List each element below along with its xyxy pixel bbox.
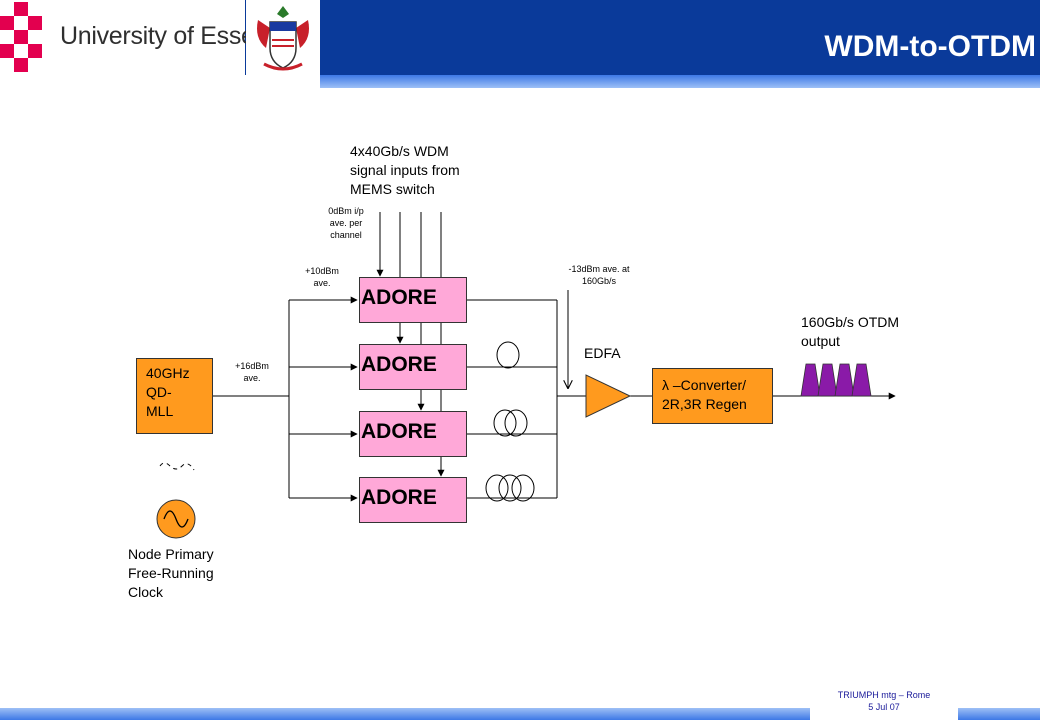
footer-box — [810, 686, 958, 720]
footer-text: TRIUMPH mtg – Rome 5 Jul 07 — [837, 690, 931, 712]
adore-box-3: ADORE — [359, 411, 467, 457]
adore-power-label: +10dBm ave. — [305, 266, 339, 288]
clock-label: Node Primary Free-Running Clock — [128, 546, 214, 600]
output-pulse-4 — [851, 363, 872, 397]
page-title: WDM-to-OTDM — [824, 30, 1036, 63]
mll-source-box: 40GHz QD- MLL — [136, 358, 213, 434]
sine-wave-icon — [163, 510, 189, 528]
mll-power-label: +16dBm ave. — [235, 361, 269, 383]
essex-logo-icon — [0, 2, 42, 72]
output-pulse-1 — [800, 363, 821, 397]
crest-icon — [257, 6, 309, 71]
adore-box-2: ADORE — [359, 344, 467, 390]
university-crest — [246, 0, 320, 76]
output-power-label: -13dBm ave. at 160Gb/s — [568, 264, 630, 286]
otdm-output-label: 160Gb/s OTDM output — [801, 314, 900, 349]
edfa-label: EDFA — [584, 345, 621, 361]
delay-coil-3a — [485, 474, 509, 502]
header-stripe — [320, 75, 1040, 88]
wdm-inputs-label: 4x40Gb/s WDM signal inputs from MEMS swi… — [350, 143, 460, 197]
university-name: University of Essex — [60, 22, 267, 50]
footer-bar — [0, 708, 1040, 720]
adore-box-1: ADORE — [359, 277, 467, 323]
delay-coil-1 — [496, 341, 520, 369]
delay-coil-3b — [498, 474, 522, 502]
output-pulse-2 — [817, 363, 838, 397]
delay-coil-2b — [504, 409, 528, 437]
university-logo — [0, 0, 245, 76]
edfa-amplifier-icon — [585, 374, 632, 418]
mll-label: 40GHz QD- MLL — [146, 365, 190, 419]
adore-box-4: ADORE — [359, 477, 467, 523]
converter-label: λ –Converter/ 2R,3R Regen — [662, 377, 747, 412]
clock-link — [159, 462, 195, 471]
output-pulse-3 — [834, 363, 855, 397]
input-power-label: 0dBm i/p ave. per channel — [328, 206, 364, 240]
delay-coil-2a — [493, 409, 517, 437]
delay-coil-3c — [511, 474, 535, 502]
converter-box: λ –Converter/ 2R,3R Regen — [652, 368, 773, 424]
